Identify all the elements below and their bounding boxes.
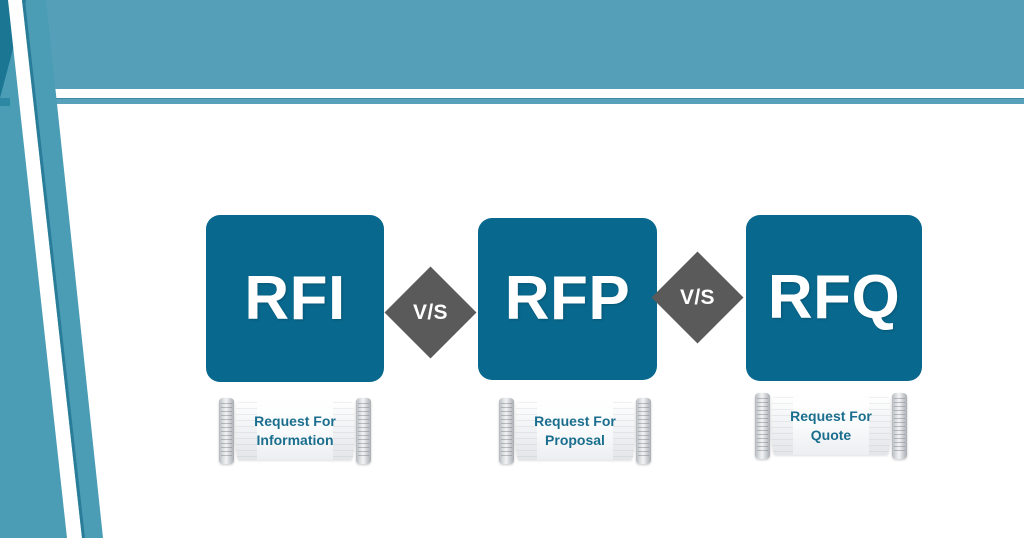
scroll-line-2: Quote <box>810 427 852 443</box>
concept-box-rfq[interactable]: RFQ <box>746 215 922 381</box>
scroll-roll-left-icon <box>499 398 514 464</box>
scroll-caption-rfp: Request For Proposal <box>499 398 651 464</box>
scroll-text-rfq: Request For Quote <box>773 393 889 459</box>
left-diagonal-decoration <box>0 0 200 538</box>
scroll-line-1: Request For <box>534 413 616 430</box>
scroll-line-1: Request For <box>254 413 336 430</box>
top-banner <box>0 0 1024 89</box>
concept-label-rfp: RFP <box>504 264 631 333</box>
scroll-text-rfi: Request For Information <box>237 398 353 464</box>
scroll-body <box>515 402 635 460</box>
wedge-dark-notch <box>0 98 10 106</box>
concept-box-rfp[interactable]: RFP <box>478 218 657 380</box>
versus-diamond-1: V/S <box>384 266 477 359</box>
scroll-roll-right-icon <box>892 393 907 459</box>
scroll-roll-left-icon <box>755 393 770 459</box>
scroll-caption-rfi: Request For Information <box>219 398 371 464</box>
banner-rule-dark <box>0 98 1024 99</box>
concept-label-rfi: RFI <box>244 263 346 333</box>
scroll-body <box>235 402 355 460</box>
scroll-line-1: Request For <box>790 408 872 425</box>
scroll-roll-right-icon <box>636 398 651 464</box>
scroll-roll-left-icon <box>219 398 234 464</box>
versus-diamond-2: V/S <box>651 251 744 344</box>
scroll-roll-right-icon <box>356 398 371 464</box>
banner-rule <box>0 99 1024 104</box>
scroll-line-2: Proposal <box>545 432 605 448</box>
concept-label-rfq: RFQ <box>767 263 901 332</box>
scroll-text-rfp: Request For Proposal <box>517 398 633 464</box>
scroll-line-2: Information <box>256 432 334 448</box>
versus-label-1: V/S <box>413 301 448 324</box>
versus-label-2: V/S <box>680 286 715 309</box>
scroll-body <box>771 397 891 455</box>
scroll-caption-rfq: Request For Quote <box>755 393 907 459</box>
concept-box-rfi[interactable]: RFI <box>206 215 384 382</box>
